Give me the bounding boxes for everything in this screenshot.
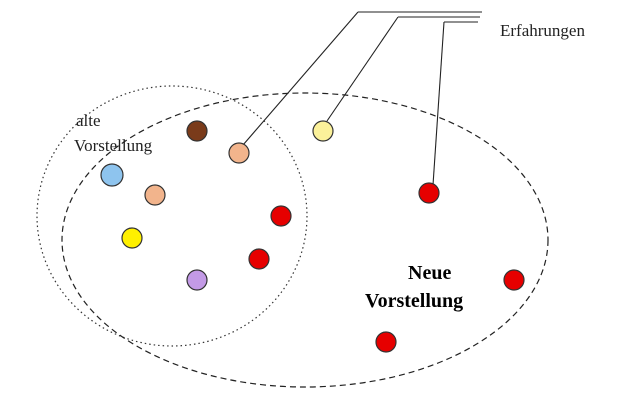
red-dot-lower-center bbox=[248, 248, 270, 270]
peach-dot-upper bbox=[228, 142, 250, 164]
callout-line-to-peach-dot bbox=[242, 11, 359, 146]
red-dot-center bbox=[270, 205, 292, 227]
peach-dot-lower bbox=[144, 184, 166, 206]
old-concept-region bbox=[36, 85, 308, 347]
light-blue-dot bbox=[100, 163, 124, 187]
concept-dots bbox=[100, 120, 525, 353]
new-concept-region bbox=[61, 92, 549, 388]
light-yellow-dot bbox=[312, 120, 334, 142]
purple-dot bbox=[186, 269, 208, 291]
callout-line-to-red-dot bbox=[432, 21, 445, 186]
callout-line-to-yellow-dot bbox=[326, 16, 399, 122]
red-dot-bottom bbox=[375, 331, 397, 353]
red-dot-upper-right bbox=[418, 182, 440, 204]
dark-brown-dot bbox=[186, 120, 208, 142]
red-dot-right bbox=[503, 269, 525, 291]
new-concept-label-line1: Neue bbox=[408, 262, 451, 284]
old-concept-label-line2: Vorstellung bbox=[74, 136, 153, 155]
new-concept-label-line2: Vorstellung bbox=[365, 290, 463, 312]
experiences-label: Erfahrungen bbox=[500, 21, 585, 40]
yellow-dot bbox=[121, 227, 143, 249]
old-concept-label-line1: alte bbox=[76, 111, 101, 130]
experiences-callout bbox=[242, 11, 482, 186]
